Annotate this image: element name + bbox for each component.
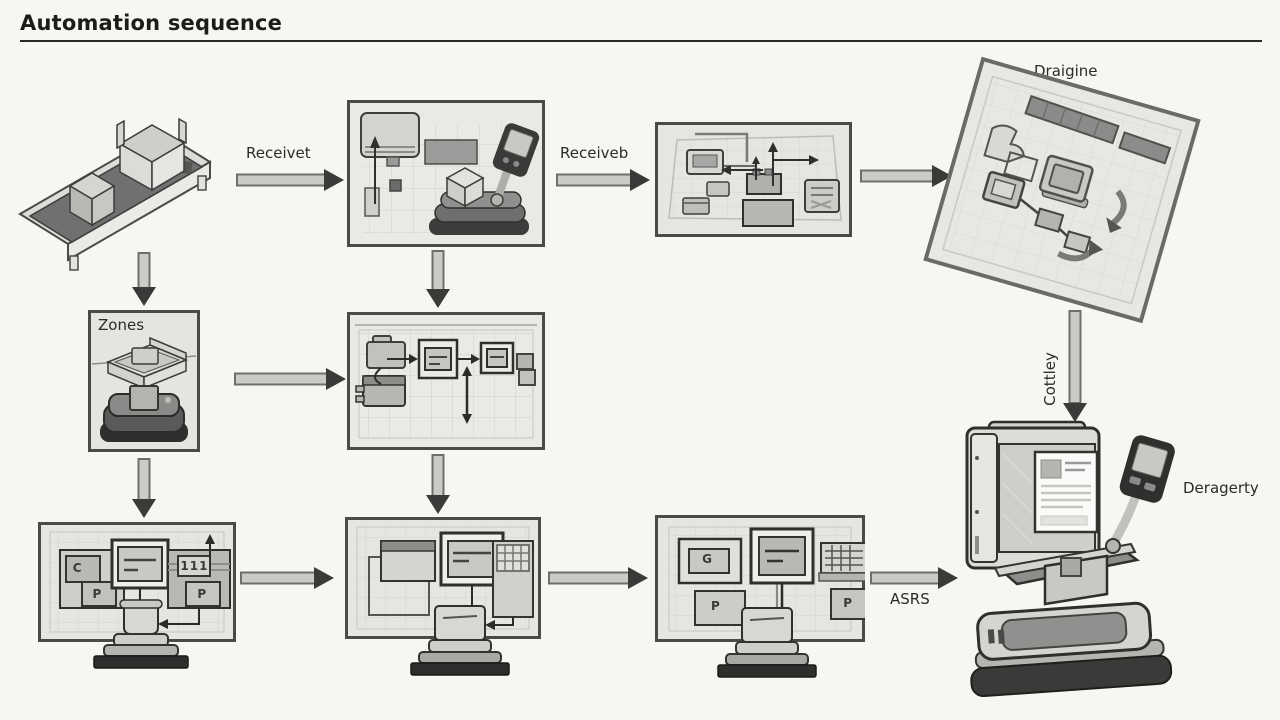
conveyor-illustration [18,117,212,271]
panel-letter: 111 [180,559,209,574]
page-title: Automation sequence [20,11,283,35]
arrow-head [132,287,156,306]
arrow-head [1063,403,1087,422]
arrow-shaft [137,252,151,290]
arrow-right-icon [556,168,650,192]
zones-node [88,310,200,452]
arrow-shaft [870,571,940,585]
panel-letter: C [72,560,83,575]
workstation-label: Deragerty [1183,479,1259,497]
station-pedestal [405,604,515,684]
tilted-map-illustration [923,56,1201,324]
workstation-illustration [965,420,1175,698]
arrow-head [324,169,344,191]
arrow-shaft [860,169,934,183]
arrow-head [314,567,334,589]
arrow-shaft [431,250,445,292]
arrow-right-icon [870,566,958,590]
arrow-head [938,567,958,589]
tilted-map-node [923,56,1201,324]
map-down-label: Cottley [1041,352,1059,406]
process-flow-illustration [347,312,545,450]
pedestal-illustration [410,605,510,676]
arrow-right-icon [240,566,334,590]
panel-letter: P [197,587,208,601]
floorplan-node [655,122,852,237]
arrow-label-receivet: Receivet [246,144,311,162]
arrow-head [628,567,648,589]
arrow-down-icon [425,454,451,514]
arrow-head [326,368,346,390]
arrow-head [426,495,450,514]
arrow-label-receiveb: Receiveb [560,144,629,162]
map-label: Draigine [1034,62,1098,80]
arrow-shaft [431,454,445,498]
station-pedestal [712,606,822,686]
panel-letter: P [843,595,854,610]
scan-station-node [347,100,545,247]
arrow-shaft [548,571,630,585]
arrow-right-icon [236,168,344,192]
arrow-down-icon [1062,310,1088,422]
panel-letter: P [92,587,103,601]
arrow-right-icon [548,566,648,590]
arrow-shaft [556,173,632,187]
arrow-shaft [240,571,316,585]
arrow-shaft [236,173,326,187]
pedestal-illustration [717,607,817,678]
arrow-head [426,289,450,308]
arrow-shaft [137,458,151,502]
arrow-head [132,499,156,518]
arrow-down-icon [131,252,157,306]
arrow-right-icon [860,164,952,188]
title-underline [20,40,1262,42]
panel-letter: G [702,552,713,567]
arrow-shaft [1068,310,1082,404]
process-flow-node [347,312,545,450]
arrow-down-icon [131,458,157,518]
arrow-down-icon [425,250,451,308]
scan-station-illustration [347,100,545,247]
arrow-right-icon [234,367,346,391]
pedestal-illustration [93,599,189,669]
panel-letter: P [710,599,721,614]
conveyor-node [12,98,237,278]
arrow-head [630,169,650,191]
floorplan-illustration [655,122,852,237]
workstation-node [945,418,1193,710]
station-pedestal [86,598,196,678]
arrow-shaft [234,372,328,386]
zones-illustration [88,310,200,452]
asrs-label: ASRS [890,590,930,608]
zones-label: Zones [98,316,145,334]
